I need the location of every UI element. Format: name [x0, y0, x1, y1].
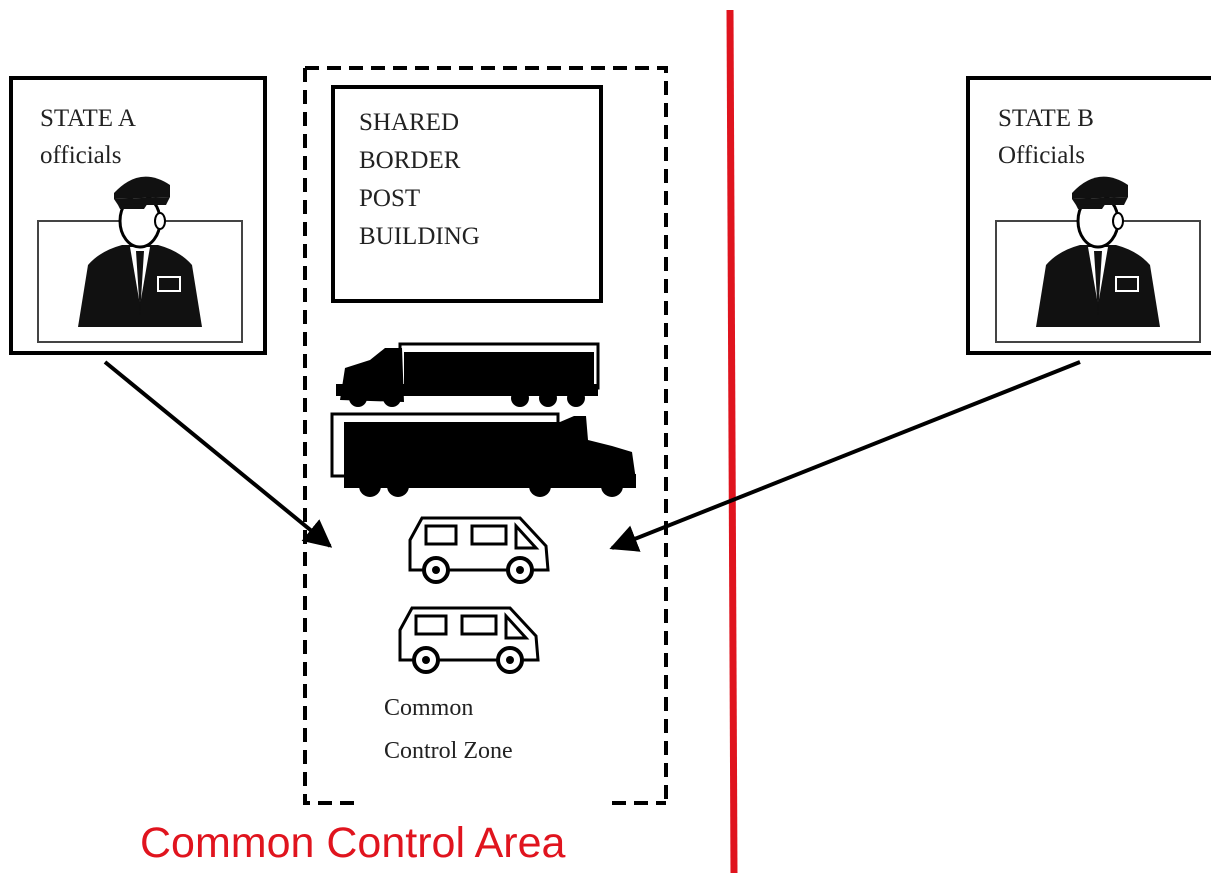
building-line-1: SHARED: [359, 109, 459, 136]
state-a-box: STATE A officials: [9, 76, 267, 355]
arrow-state-b-to-zone: [609, 360, 1081, 552]
building-line-3: POST: [359, 185, 420, 212]
building-line-4: BUILDING: [359, 223, 480, 250]
building-line-2: BORDER: [359, 147, 461, 174]
state-b-title: STATE B: [998, 105, 1094, 132]
common-control-zone: [303, 66, 668, 805]
van-icon: [398, 606, 540, 674]
arrow-state-a-to-zone: [103, 360, 333, 548]
shared-building-box: SHARED BORDER POST BUILDING: [331, 85, 603, 303]
state-b-subtitle: Officials: [998, 142, 1085, 169]
common-control-area-caption: Common Control Area: [140, 819, 565, 867]
zone-label-line-1: Common: [384, 695, 473, 721]
state-a-title: STATE A: [40, 105, 136, 132]
state-b-box: STATE B Officials: [966, 76, 1211, 355]
state-a-subtitle: officials: [40, 142, 121, 169]
truck-icon: [336, 342, 600, 407]
border-line: [726, 9, 738, 873]
zone-label-line-2: Control Zone: [384, 738, 513, 764]
van-icon: [408, 516, 550, 584]
semi-truck-icon: [330, 412, 636, 497]
